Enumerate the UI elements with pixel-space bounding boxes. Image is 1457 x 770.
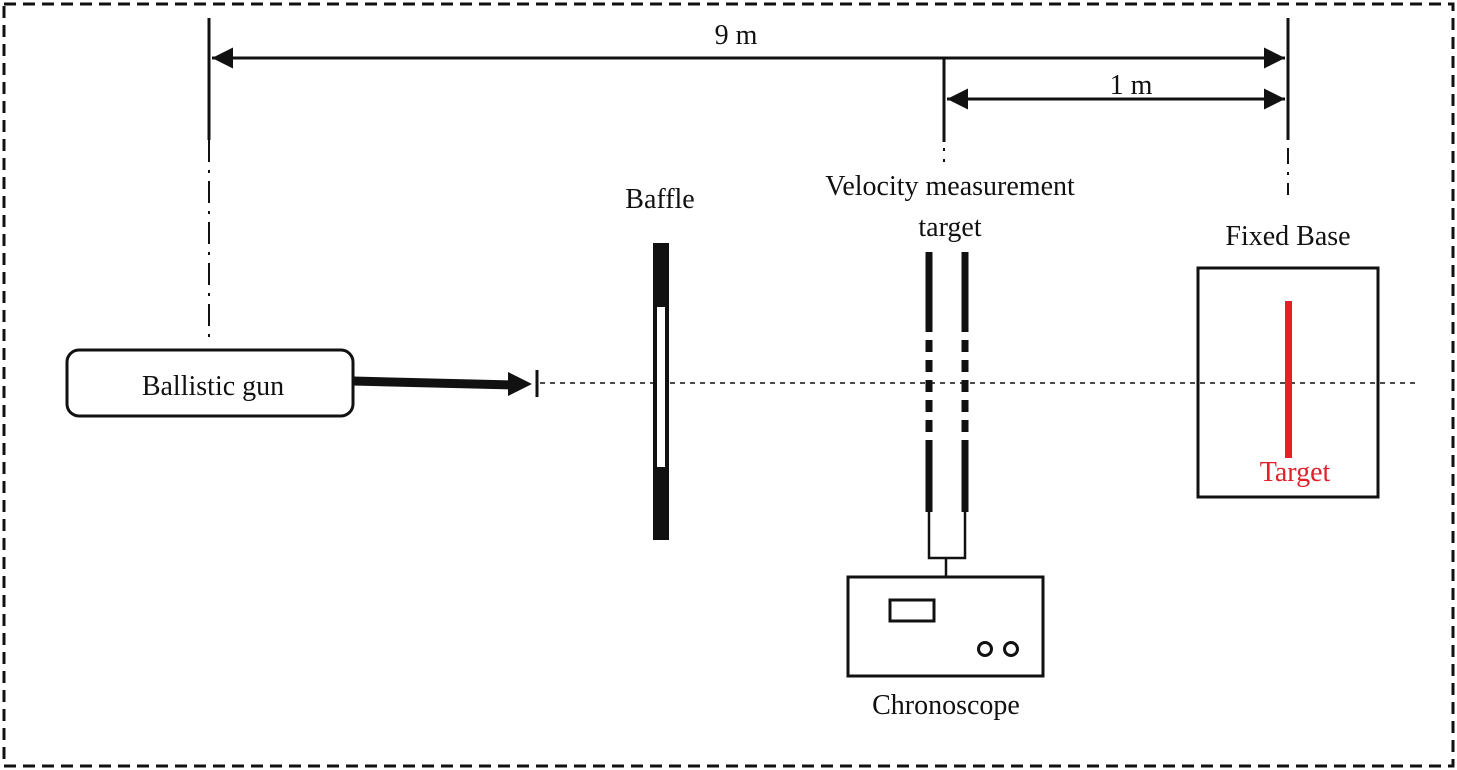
chronoscope-display — [888, 598, 936, 623]
velocity-measurement-target: Velocity measurement target — [825, 171, 1075, 577]
fixed-base: Fixed Base Target — [1196, 221, 1380, 499]
dimension-label-1m: 1 m — [1110, 70, 1153, 101]
chronoscope: Chronoscope — [846, 575, 1045, 721]
chronoscope-knob-left — [977, 641, 993, 657]
velocity-target-label-line2: target — [918, 212, 981, 243]
gun-label: Ballistic gun — [142, 371, 284, 402]
ballistic-gun: Ballistic gun — [65, 348, 539, 418]
dimension-label-9m: 9 m — [715, 20, 758, 51]
baffle-opening — [657, 307, 665, 467]
chronoscope-knob-right — [1003, 641, 1019, 657]
velocity-screen-wires — [927, 512, 967, 560]
fixed-base-frame — [1196, 266, 1380, 499]
gun-barrel — [352, 376, 513, 390]
target-label: Target — [1260, 457, 1331, 488]
chronoscope-label: Chronoscope — [872, 690, 1020, 721]
baffle: Baffle — [625, 184, 695, 540]
chronoscope-body — [846, 575, 1045, 678]
target-plate — [1285, 301, 1292, 458]
fixed-base-label: Fixed Base — [1225, 221, 1350, 252]
baffle-label: Baffle — [625, 184, 694, 215]
projectile-head — [508, 372, 532, 396]
dimension-1m: 1 m — [942, 58, 1285, 168]
velocity-target-label-line1: Velocity measurement — [825, 171, 1075, 202]
dimension-9m: 9 m — [207, 18, 1290, 345]
